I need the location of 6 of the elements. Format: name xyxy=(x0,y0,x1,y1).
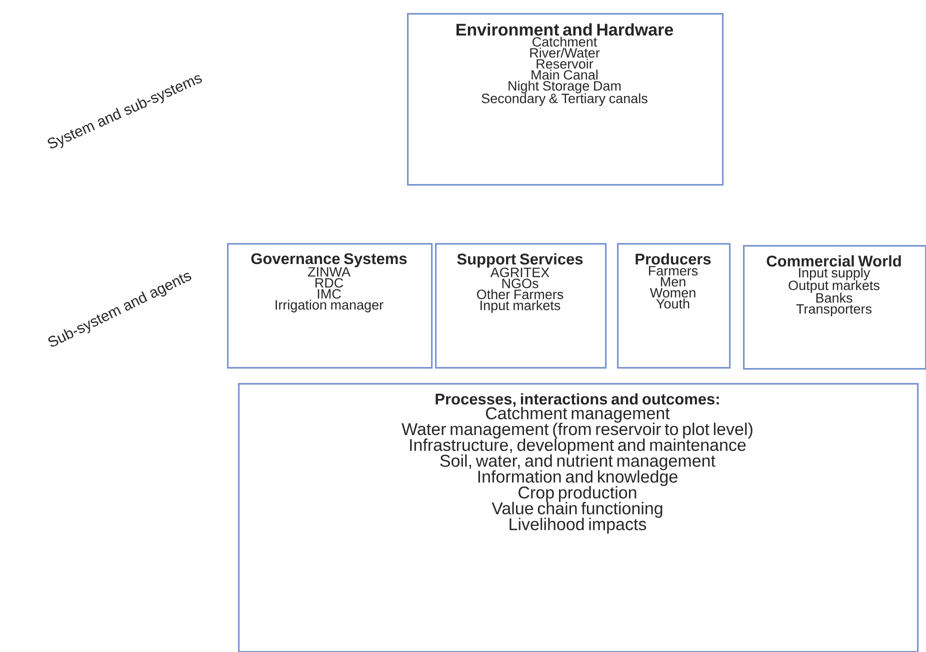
group-box: Governance Systems ZINWA RDC IMC Irrigation manager xyxy=(227,243,433,369)
group-box: Commercial World Input supply Output markets Banks Transporters xyxy=(743,245,926,370)
group-box: Processes, interactions and outcomes: Catchment management Water management (from reservoir to plot level) Infrastructure, development and maintenance Soil, water, and nutrient management Information and knowledge Crop production Value chain functioning Livelihood impacts xyxy=(238,383,919,652)
group-box: Producers Farmers Men Women Youth xyxy=(617,243,731,369)
group-box: Support Services AGRITEX NGOs Other Farmers Input markets xyxy=(435,243,607,369)
group-box: Environment and Hardware Catchment River/Water Reservoir Main Canal Night Storage Dam Secondary & Tertiary canals xyxy=(407,13,724,186)
